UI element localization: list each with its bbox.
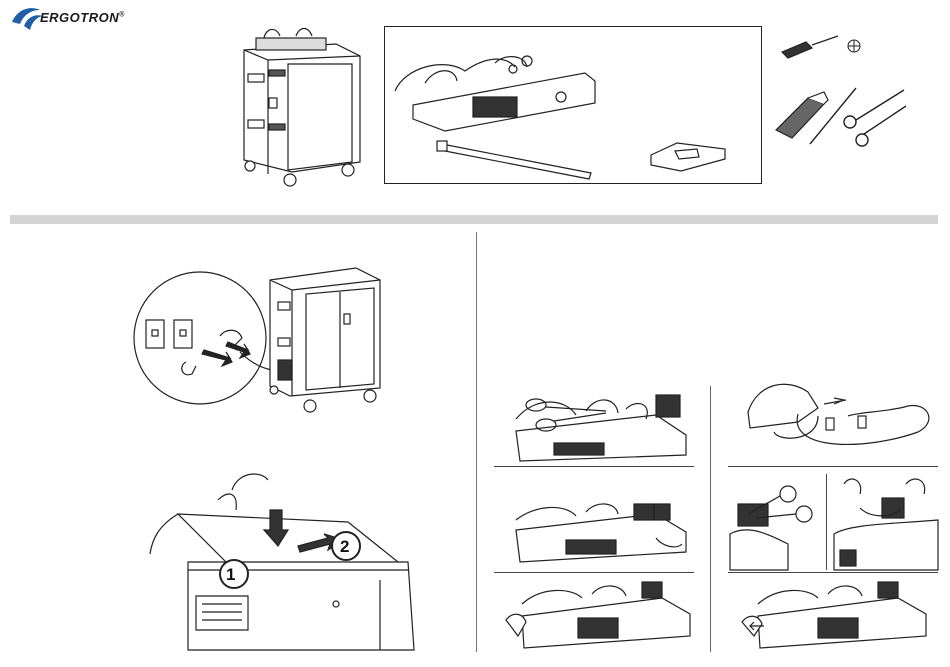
step-label-1: 1 xyxy=(226,565,235,585)
screwdriver-icon xyxy=(782,36,838,58)
trademark-mark: ® xyxy=(119,12,125,19)
power-strip-icon xyxy=(395,56,595,131)
panel-rule-2 xyxy=(728,466,938,467)
panel-rule-4 xyxy=(728,572,938,573)
panel-rule-1 xyxy=(494,466,694,467)
screwdriver-tool xyxy=(778,30,868,70)
column-divider xyxy=(476,232,477,652)
brand-wordmark: ERGOTRON® xyxy=(40,10,125,25)
parts-illustration xyxy=(385,27,761,183)
step-label-2: 2 xyxy=(340,537,349,557)
scissors-icon xyxy=(844,90,906,146)
cable-tie-icon xyxy=(437,141,591,179)
phillips-tip-icon xyxy=(848,40,860,52)
lid-removal-illustration xyxy=(148,470,418,655)
cut-adapter-illustration xyxy=(728,474,826,572)
panel-rule-3 xyxy=(494,572,694,573)
unplug-illustration xyxy=(130,262,400,442)
cart-icon xyxy=(270,268,380,412)
reinstall-strip-illustration xyxy=(502,576,692,656)
separate-cords-illustration xyxy=(738,372,938,462)
cart-icon xyxy=(244,29,360,187)
cart-illustration-top xyxy=(236,24,366,189)
brand-name: ERGOTRON xyxy=(40,10,119,25)
tie-mount-icon xyxy=(651,143,725,171)
cut-ties-illustration xyxy=(506,385,696,465)
route-adapter-illustration xyxy=(830,474,940,572)
remove-strip-illustration xyxy=(506,490,696,570)
sub-column-divider xyxy=(710,386,711,652)
cutting-tools xyxy=(772,82,922,152)
section-divider xyxy=(10,215,938,224)
plug-cords-illustration xyxy=(738,576,938,656)
sub-panel-divider xyxy=(826,474,827,570)
parts-box xyxy=(384,26,762,184)
